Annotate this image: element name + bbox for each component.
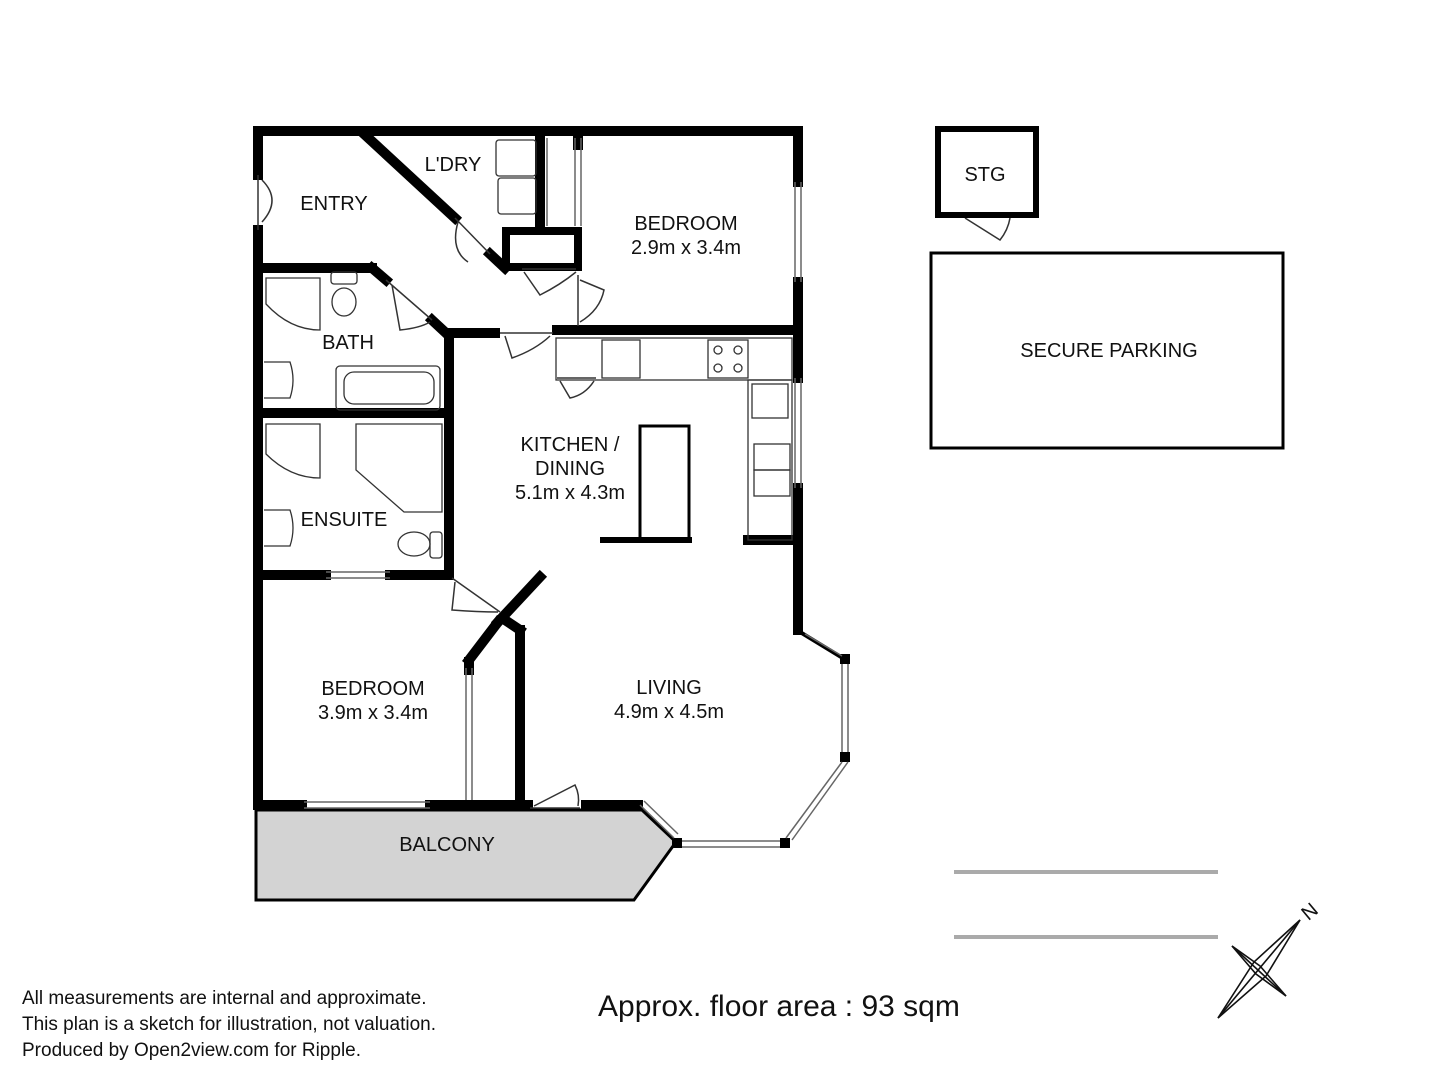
room-size-kitchen: 5.1m x 4.3m xyxy=(515,482,625,504)
fridge-icon xyxy=(751,383,789,419)
laundry-tub-icon xyxy=(497,177,537,215)
compass-north-label: N xyxy=(1297,899,1322,925)
room-label-laundry: L'DRY xyxy=(425,154,482,176)
ensuite-toilet-icon xyxy=(397,531,431,557)
bathtub-icon xyxy=(335,365,441,411)
room-label-parking: SECURE PARKING xyxy=(1020,340,1197,362)
windows xyxy=(304,138,849,848)
disclaimer-line: All measurements are internal and approx… xyxy=(22,988,427,1009)
disclaimer-line: Produced by Open2view.com for Ripple. xyxy=(22,1040,362,1061)
room-size-bedroom1: 2.9m x 3.4m xyxy=(631,237,741,259)
room-label-bedroom1: BEDROOM xyxy=(634,213,737,235)
room-label-kitchen-1: KITCHEN / xyxy=(521,434,620,456)
balcony-area xyxy=(254,808,678,902)
washer-icon xyxy=(495,139,537,177)
kitchen-side-bench xyxy=(747,379,793,541)
room-label-bath: BATH xyxy=(322,332,374,354)
dishwasher-icon xyxy=(601,339,641,379)
room-label-storage: STG xyxy=(964,164,1005,186)
room-size-bedroom2: 3.9m x 3.4m xyxy=(318,702,428,724)
disclaimer-line: This plan is a sketch for illustration, … xyxy=(22,1014,436,1035)
disclaimer: All measurements are internal and approx… xyxy=(22,986,436,1064)
storage-box xyxy=(935,126,1039,218)
room-label-balcony: BALCONY xyxy=(399,834,495,856)
ensuite-basin-icon xyxy=(264,509,294,547)
room-label-ensuite: ENSUITE xyxy=(301,509,388,531)
ensuite-shower-icon xyxy=(265,423,321,479)
door-swings xyxy=(257,175,1011,809)
room-label-entry: ENTRY xyxy=(300,193,367,215)
room-label-bedroom2: BEDROOM xyxy=(321,678,424,700)
spa-bath-icon xyxy=(355,423,443,513)
room-size-living: 4.9m x 4.5m xyxy=(614,701,724,723)
basin-icon xyxy=(264,361,294,399)
compass-icon xyxy=(1217,919,1301,1019)
room-label-kitchen-2: DINING xyxy=(535,458,605,480)
cooktop-icon xyxy=(707,339,749,379)
floor-area: Approx. floor area : 93 sqm xyxy=(598,990,960,1023)
toilet-icon xyxy=(331,287,357,317)
parking-box xyxy=(929,251,1285,450)
kitchen-bench xyxy=(555,337,793,381)
shower-icon xyxy=(265,277,321,331)
room-label-living: LIVING xyxy=(636,677,702,699)
fixtures xyxy=(264,126,1285,939)
sink-icon xyxy=(753,443,791,471)
